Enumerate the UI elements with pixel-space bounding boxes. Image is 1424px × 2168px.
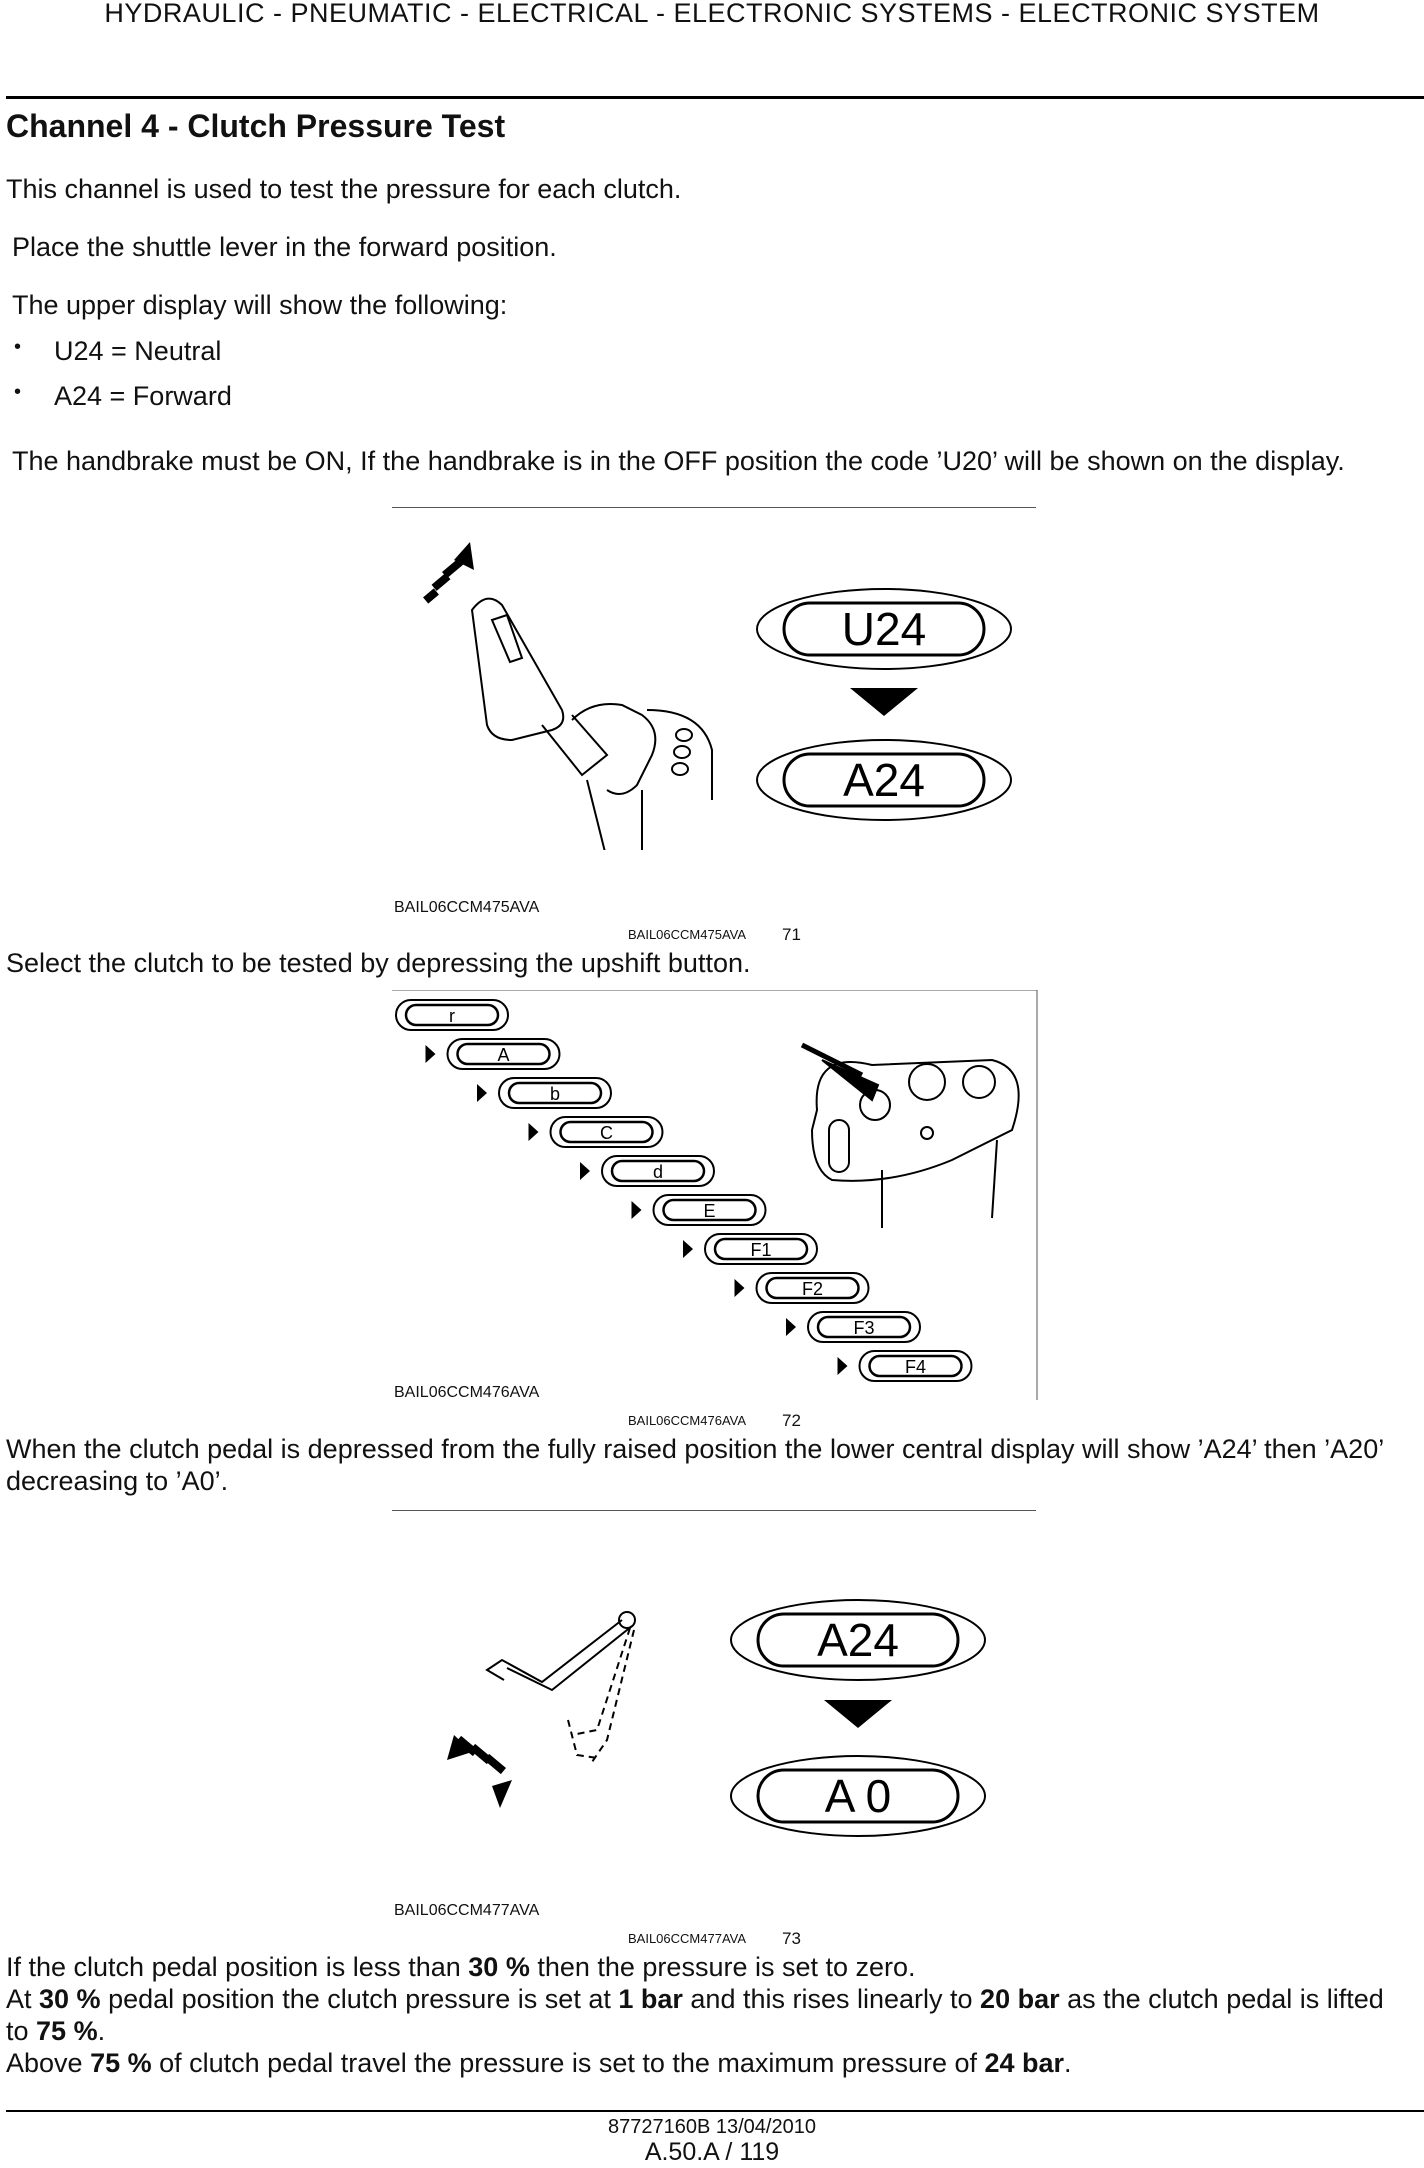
figure-73-illustration: A24 A 0 bbox=[447, 1599, 986, 1837]
figure-label: BAIL06CCM476AVA bbox=[394, 1384, 540, 1401]
text-run: then the pressure is set to zero. bbox=[529, 1952, 916, 1982]
motion-arrows-icon bbox=[447, 1735, 512, 1808]
footer-rule bbox=[6, 2110, 1424, 2112]
display-code: F3 bbox=[853, 1318, 874, 1338]
sequence-arrow-icon bbox=[837, 1357, 848, 1375]
bullet-item: • U24 = Neutral bbox=[14, 336, 222, 367]
text-run: pedal position the clutch pressure is se… bbox=[100, 1984, 619, 2014]
display-code: E bbox=[703, 1201, 715, 1221]
text-run: and this rises linearly to bbox=[682, 1984, 981, 2014]
display-code: C bbox=[600, 1123, 613, 1143]
bold-value: 1 bar bbox=[618, 1984, 683, 2014]
figure-top-rule bbox=[392, 1510, 1036, 1511]
lower-display: A24 bbox=[756, 739, 1012, 821]
text-run: If the clutch pedal position is less tha… bbox=[6, 1952, 469, 1982]
text-run: to bbox=[6, 2016, 37, 2046]
header-rule bbox=[6, 96, 1424, 99]
bold-value: 24 bar bbox=[984, 2048, 1065, 2078]
sequence-arrow-icon bbox=[580, 1162, 590, 1180]
bullet-text: A24 = Forward bbox=[54, 381, 232, 411]
display-code: U24 bbox=[842, 603, 926, 655]
display-code: A24 bbox=[817, 1614, 899, 1666]
intro-text: This channel is used to test the pressur… bbox=[6, 174, 682, 204]
down-arrow-icon bbox=[850, 688, 918, 716]
clutch-pedal-icon bbox=[485, 1611, 636, 1763]
figure-ref: BAIL06CCM475AVA bbox=[628, 927, 747, 942]
select-clutch-text: Select the clutch to be tested by depres… bbox=[6, 948, 751, 978]
figure-top-rule bbox=[392, 507, 1036, 508]
clutch-display-4: d bbox=[580, 1155, 715, 1187]
clutch-display-8: F3 bbox=[786, 1311, 921, 1343]
clutch-display-5: E bbox=[631, 1194, 767, 1226]
clutch-display-7: F2 bbox=[734, 1272, 870, 1304]
sequence-arrow-icon bbox=[528, 1123, 539, 1141]
clutch-display-2: b bbox=[477, 1077, 612, 1109]
sequence-arrow-icon bbox=[631, 1201, 642, 1219]
figure-ref: BAIL06CCM476AVA bbox=[628, 1413, 747, 1428]
text-run: At bbox=[6, 1984, 40, 2014]
display-code: A bbox=[497, 1045, 509, 1065]
bold-value: 30 % bbox=[39, 1984, 101, 2014]
footer-page-number: A.50.A / 119 bbox=[644, 2138, 780, 2166]
sequence-arrow-icon bbox=[786, 1318, 796, 1336]
sequence-arrow-icon bbox=[683, 1240, 693, 1258]
clutch-display-9: F4 bbox=[837, 1350, 973, 1382]
display-code: F4 bbox=[905, 1357, 926, 1377]
running-header: HYDRAULIC - PNEUMATIC - ELECTRICAL - ELE… bbox=[104, 0, 1320, 28]
motion-arrows-icon bbox=[423, 542, 474, 604]
clutch-display-1: A bbox=[425, 1038, 561, 1070]
bold-value: 75 % bbox=[36, 2016, 98, 2046]
clutch-pedal-text: When the clutch pedal is depressed from … bbox=[6, 1434, 1384, 1496]
footer-doc-id: 87727160B 13/04/2010 bbox=[608, 2116, 816, 2138]
figure-71-illustration: U24 A24 bbox=[423, 542, 1012, 850]
sequence-arrow-icon bbox=[477, 1084, 487, 1102]
sequence-arrow-icon bbox=[425, 1045, 436, 1063]
upper-display: A24 bbox=[730, 1599, 986, 1681]
display-code: d bbox=[653, 1162, 663, 1182]
down-arrow-icon bbox=[824, 1700, 892, 1728]
clutch-display-0: r bbox=[395, 999, 509, 1031]
pressure-line-2: At 30 % pedal position the clutch pressu… bbox=[6, 1983, 1384, 2015]
display-code: F1 bbox=[750, 1240, 771, 1260]
bullet-dot: • bbox=[14, 336, 22, 358]
lower-display: A 0 bbox=[730, 1755, 986, 1837]
upper-display-text: The upper display will show the followin… bbox=[12, 290, 508, 320]
figure-number: 73 bbox=[782, 1929, 801, 1948]
handbrake-note: The handbrake must be ON, If the handbra… bbox=[12, 446, 1345, 476]
bullet-item: • A24 = Forward bbox=[14, 381, 232, 412]
display-code: A 0 bbox=[825, 1770, 892, 1822]
shuttle-lever-icon bbox=[470, 597, 713, 850]
text-run: of clutch pedal travel the pressure is s… bbox=[151, 2048, 985, 2078]
figure-label: BAIL06CCM477AVA bbox=[394, 1902, 540, 1919]
text-run: . bbox=[97, 2016, 106, 2046]
text-run: . bbox=[1064, 2048, 1072, 2078]
bold-value: 30 % bbox=[468, 1952, 530, 1982]
shuttle-instruction: Place the shuttle lever in the forward p… bbox=[12, 232, 557, 262]
figure-number: 72 bbox=[782, 1411, 801, 1430]
text-run: Above bbox=[6, 2048, 91, 2078]
display-code: F2 bbox=[802, 1279, 823, 1299]
bold-value: 20 bar bbox=[980, 1984, 1060, 2014]
bold-value: 75 % bbox=[90, 2048, 152, 2078]
figure-ref: BAIL06CCM477AVA bbox=[628, 1931, 747, 1946]
clutch-display-6: F1 bbox=[683, 1233, 818, 1265]
display-code: r bbox=[449, 1006, 455, 1026]
pressure-line-3: to 75 %. bbox=[6, 2015, 105, 2047]
pressure-line-1: If the clutch pedal position is less tha… bbox=[6, 1951, 916, 1983]
section-heading: Channel 4 - Clutch Pressure Test bbox=[6, 108, 506, 144]
clutch-display-3: C bbox=[528, 1116, 664, 1148]
upshift-control-icon bbox=[800, 1042, 1020, 1228]
bullet-text: U24 = Neutral bbox=[54, 336, 222, 366]
figure-number: 71 bbox=[782, 925, 801, 944]
text-run: as the clutch pedal is lifted bbox=[1059, 1984, 1384, 2014]
figure-label: BAIL06CCM475AVA bbox=[394, 899, 540, 916]
display-code: b bbox=[550, 1084, 560, 1104]
bullet-dot: • bbox=[14, 381, 22, 403]
pressure-line-4: Above 75 % of clutch pedal travel the pr… bbox=[6, 2047, 1072, 2079]
sequence-arrow-icon bbox=[734, 1279, 745, 1297]
display-code: A24 bbox=[843, 754, 925, 806]
upper-display: U24 bbox=[756, 588, 1012, 670]
